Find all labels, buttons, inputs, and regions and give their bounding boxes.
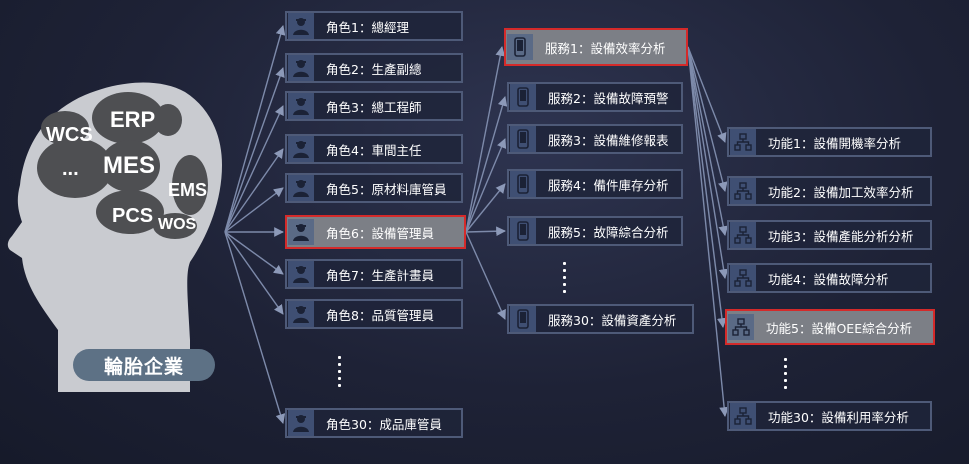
org-chart-icon: [730, 129, 756, 155]
role-connector: [224, 67, 285, 233]
role-node[interactable]: 角色2：生產副總: [285, 53, 463, 83]
brain-label-ems: EMS: [168, 180, 208, 200]
brain-label-erp: ERP: [110, 107, 156, 132]
role-label: 角色5：原材料庫管員: [326, 181, 447, 197]
org-chart-icon: [730, 265, 756, 291]
function-node[interactable]: 功能2：設備加工效率分析: [727, 176, 932, 206]
person-icon: [288, 93, 314, 119]
role-node[interactable]: 角色4：車間主任: [285, 134, 463, 164]
service-connector: [465, 96, 508, 233]
brain-label-pcs: PCS: [112, 205, 154, 227]
org-chart-icon: [730, 178, 756, 204]
function-label: 功能3：設備產能分析分析: [768, 228, 914, 244]
brain-label-mes: MES: [103, 152, 156, 179]
brain-label-ellipsis: ...: [62, 158, 79, 180]
role-node[interactable]: 角色7：生產計畫員: [285, 259, 463, 289]
phone-icon: [510, 171, 536, 197]
brain: [37, 92, 208, 239]
org-chart-icon: [730, 403, 756, 429]
function-connector: [687, 46, 729, 417]
role-connector: [224, 25, 286, 233]
person-icon: [288, 13, 314, 39]
person-icon: [288, 55, 314, 81]
service-connector: [465, 46, 506, 233]
brain-label-wos: WOS: [158, 216, 197, 233]
function-label: 功能30：設備利用率分析: [768, 409, 909, 425]
service-connector: [465, 138, 507, 233]
function-connector: [687, 46, 729, 236]
role-label: 角色6：設備管理員: [326, 225, 434, 241]
service-node[interactable]: 服務3：設備維修報表: [507, 124, 683, 154]
service-connector: [465, 231, 506, 320]
service-more-dots: [562, 262, 568, 297]
role-connector: [224, 231, 286, 424]
function-node[interactable]: 功能4：設備故障分析: [727, 263, 932, 293]
role-connector: [224, 187, 284, 233]
function-label: 功能4：設備故障分析: [768, 271, 889, 287]
service-node-selected[interactable]: 服務1：設備效率分析: [504, 28, 688, 66]
brain-label-wcs: WCS: [46, 124, 93, 146]
phone-icon: [510, 218, 536, 244]
function-node[interactable]: 功能3：設備產能分析分析: [727, 220, 932, 250]
service-connector: [465, 183, 506, 233]
role-label: 角色8：品質管理員: [326, 307, 434, 323]
org-chart-icon: [730, 222, 756, 248]
person-icon: [288, 219, 314, 245]
phone-icon: [510, 306, 536, 332]
service-node[interactable]: 服務2：設備故障預警: [507, 82, 683, 112]
role-label: 角色1：總經理: [326, 19, 409, 35]
role-label: 角色4：車間主任: [326, 142, 422, 158]
role-node[interactable]: 角色1：總經理: [285, 11, 463, 41]
service-label: 服務30：設備資產分析: [548, 312, 677, 328]
person-icon: [288, 410, 314, 436]
role-connector: [224, 231, 284, 315]
function-label: 功能1：設備開機率分析: [768, 135, 901, 151]
role-node[interactable]: 角色30：成品庫管員: [285, 408, 463, 438]
service-node[interactable]: 服務5：故障綜合分析: [507, 216, 683, 246]
service-label: 服務1：設備效率分析: [545, 40, 666, 56]
service-node[interactable]: 服務30：設備資產分析: [507, 304, 694, 334]
role-node[interactable]: 角色8：品質管理員: [285, 299, 463, 329]
phone-icon: [507, 34, 533, 60]
function-node[interactable]: 功能1：設備開機率分析: [727, 127, 932, 157]
person-icon: [288, 301, 314, 327]
function-connector: [687, 46, 727, 328]
service-label: 服務2：設備故障預警: [548, 90, 669, 106]
function-connector: [687, 46, 727, 143]
service-label: 服務4：備件庫存分析: [548, 177, 669, 193]
phone-icon: [510, 126, 536, 152]
function-label: 功能2：設備加工效率分析: [768, 184, 914, 200]
role-more-dots: [337, 356, 343, 391]
role-label: 角色2：生產副總: [326, 61, 422, 77]
role-label: 角色7：生產計畫員: [326, 267, 434, 283]
phone-icon: [510, 84, 536, 110]
role-connector: [224, 231, 284, 275]
role-node[interactable]: 角色3：總工程師: [285, 91, 463, 121]
function-node-selected[interactable]: 功能5：設備OEE綜合分析: [725, 309, 935, 345]
service-label: 服務5：故障綜合分析: [548, 224, 669, 240]
enterprise-label: 輪胎企業: [73, 349, 215, 381]
role-label: 角色3：總工程師: [326, 99, 422, 115]
role-node-selected[interactable]: 角色6：設備管理員: [285, 215, 466, 249]
function-connector: [687, 46, 728, 192]
function-node[interactable]: 功能30：設備利用率分析: [727, 401, 932, 431]
role-label: 角色30：成品庫管員: [326, 416, 442, 432]
service-connector: [465, 226, 506, 237]
role-connector: [224, 105, 284, 233]
org-chart-icon: [728, 314, 754, 340]
person-icon: [288, 136, 314, 162]
function-connector: [687, 46, 729, 279]
function-more-dots: [783, 358, 789, 393]
person-icon: [288, 175, 314, 201]
role-node[interactable]: 角色5：原材料庫管員: [285, 173, 463, 203]
service-node[interactable]: 服務4：備件庫存分析: [507, 169, 683, 199]
role-connector: [224, 148, 284, 233]
function-label: 功能5：設備OEE綜合分析: [766, 320, 913, 336]
connector-lines: [224, 25, 729, 424]
service-label: 服務3：設備維修報表: [548, 132, 669, 148]
person-icon: [288, 261, 314, 287]
